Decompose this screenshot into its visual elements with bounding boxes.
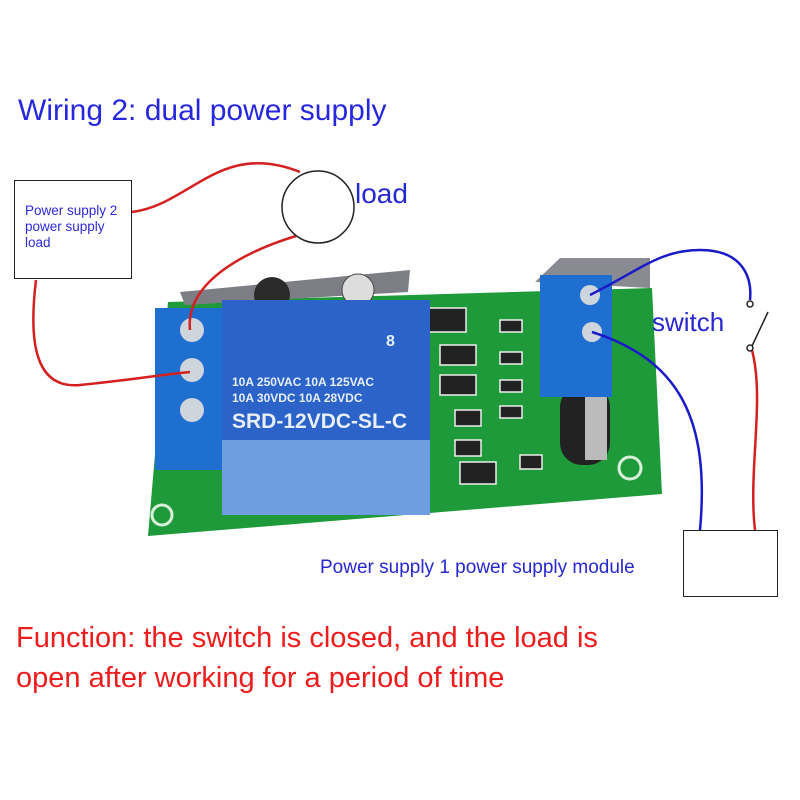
- mount-hole: [617, 455, 643, 481]
- ps2-line-2: power supply: [25, 219, 105, 234]
- terminal-screw: [180, 358, 204, 382]
- smd-components: [427, 307, 543, 485]
- relay-lower: [222, 440, 430, 515]
- terminal-screw: [180, 398, 204, 422]
- power-supply-1-box: [683, 530, 778, 597]
- relay-rating-1: 10A 250VAC 10A 125VAC: [232, 375, 374, 389]
- wires: [32, 161, 759, 531]
- load-symbol: [281, 170, 355, 244]
- ps2-line-1: Power supply 2: [25, 203, 118, 218]
- terminal-screw: [180, 318, 204, 342]
- power-supply-2-box: Power supply 2 power supply load: [14, 180, 132, 279]
- function-text-line-2: open after working for a period of time: [16, 662, 505, 694]
- load-label: load: [355, 178, 408, 209]
- switch-label: switch: [652, 307, 725, 337]
- relay-mark: 8: [386, 333, 395, 350]
- relay-rating-2: 10A 30VDC 10A 28VDC: [232, 391, 363, 405]
- function-text-line-1: Function: the switch is closed, and the …: [16, 622, 598, 654]
- switch-symbol: [746, 300, 769, 352]
- diagram-title: Wiring 2: dual power supply: [18, 94, 387, 127]
- mount-hole: [150, 503, 174, 527]
- capacitor-stripe: [585, 395, 607, 460]
- ps2-line-3: load: [25, 235, 51, 250]
- relay-model: SRD-12VDC-SL-C: [232, 410, 407, 433]
- power-supply-1-label: Power supply 1 power supply module: [320, 557, 635, 578]
